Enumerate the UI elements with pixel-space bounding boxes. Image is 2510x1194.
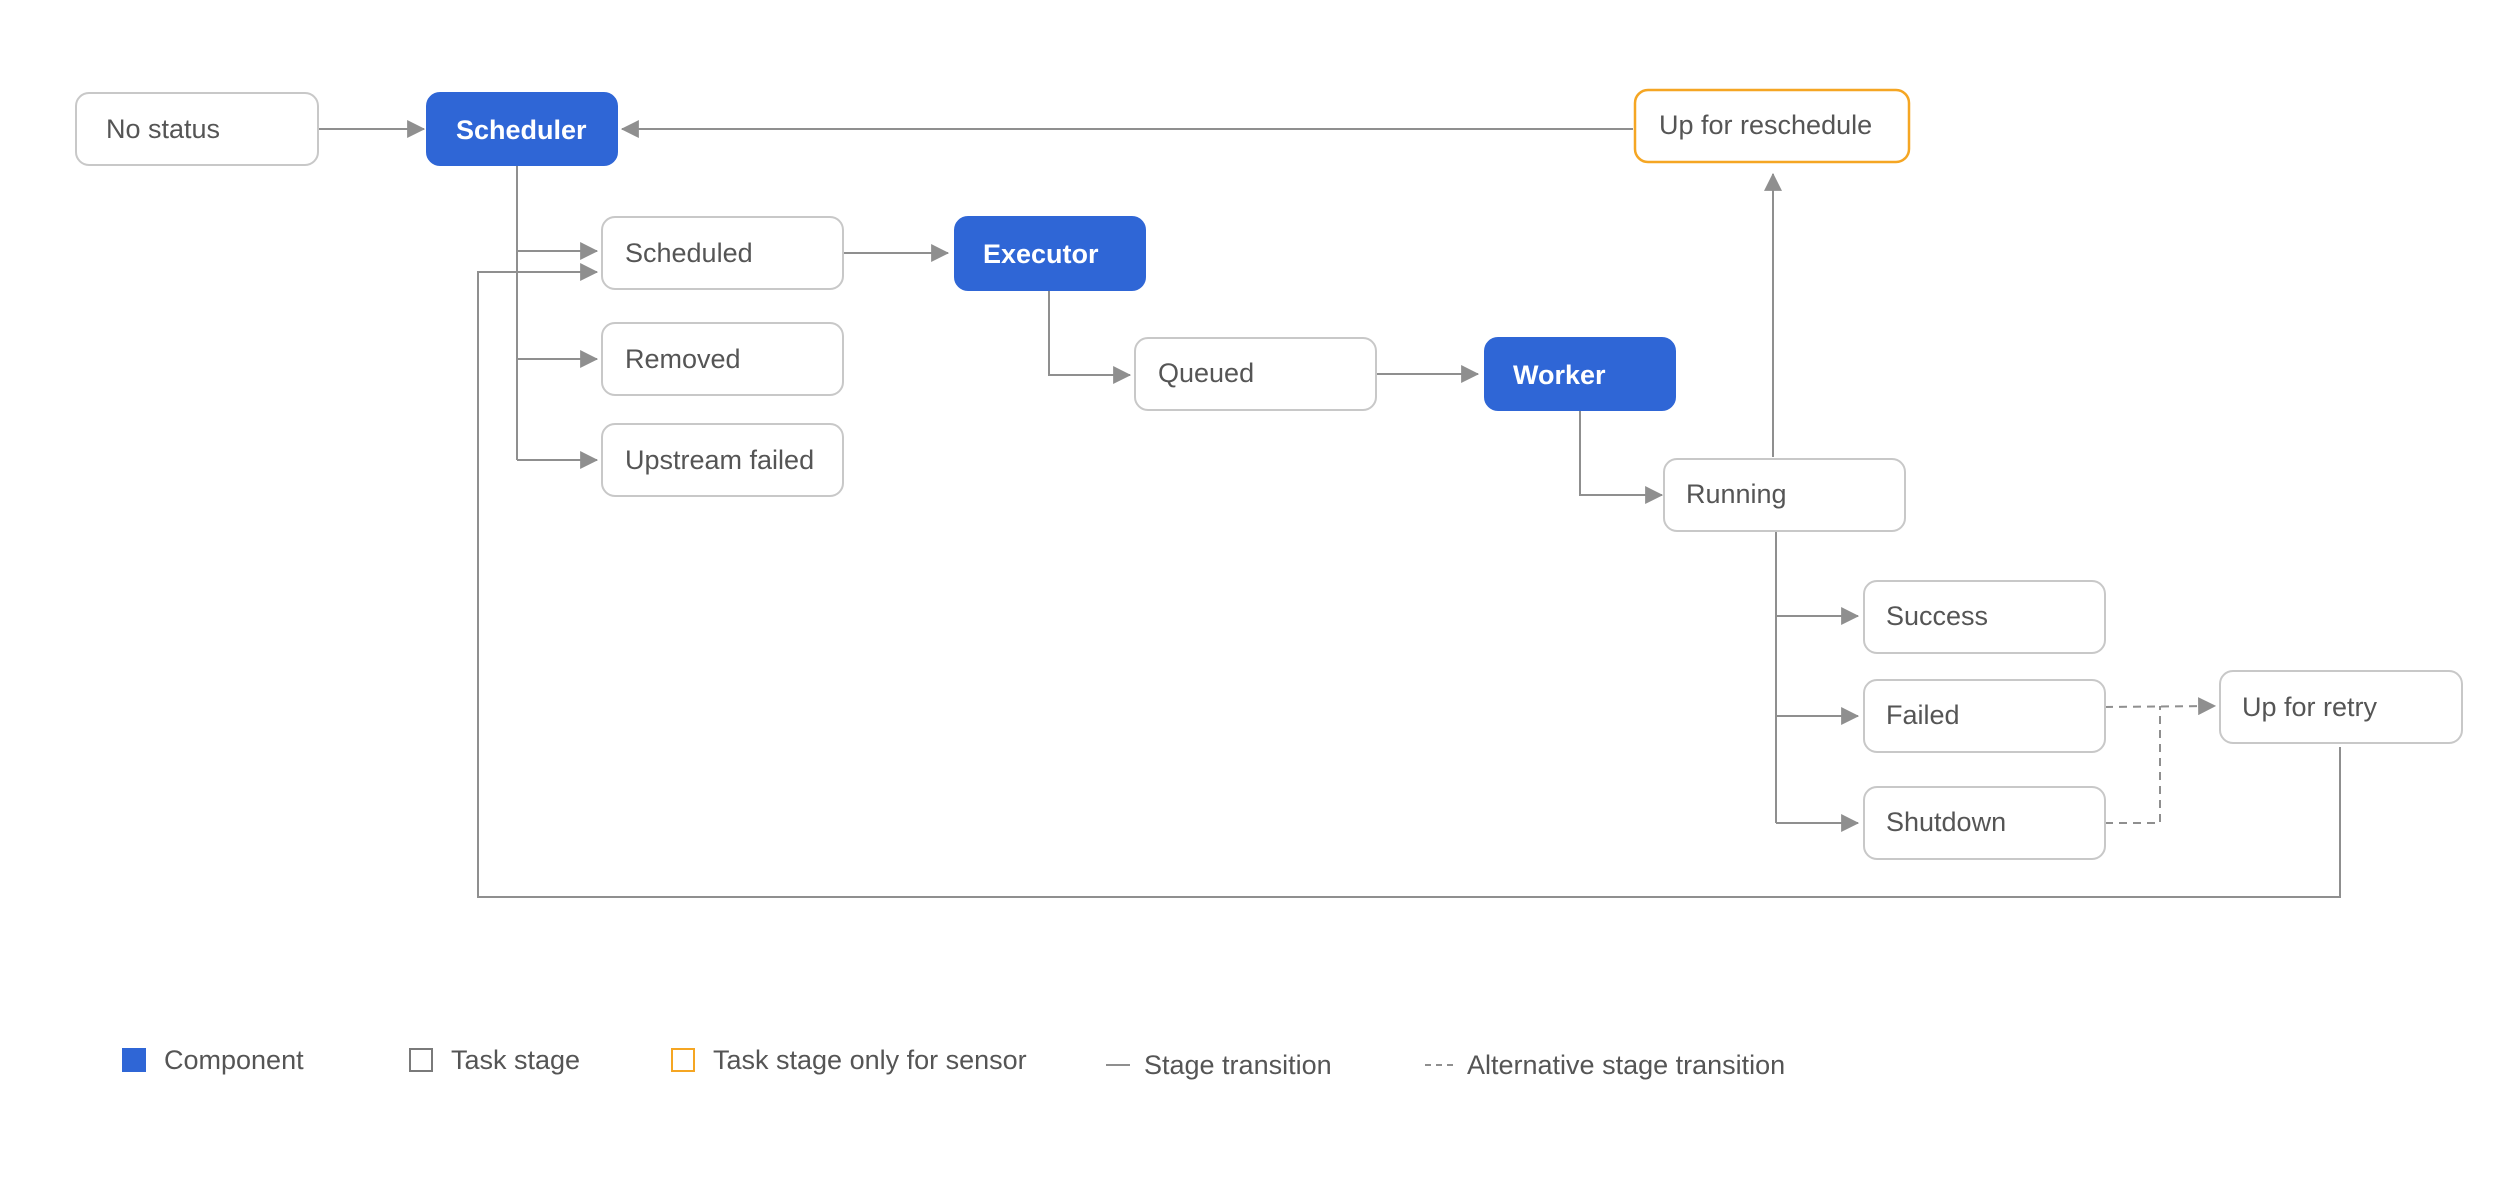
svg-text:Upstream failed: Upstream failed (625, 445, 814, 475)
edges (318, 120, 2341, 898)
nodes: No status Scheduler Up for reschedule Sc… (75, 88, 2463, 860)
legend-label-task-stage: Task stage (451, 1044, 581, 1075)
solid-line-icon (1106, 1064, 1130, 1066)
task-stage-swatch-icon (409, 1048, 433, 1072)
node-removed: Removed (601, 322, 844, 396)
svg-text:Scheduler: Scheduler (456, 115, 587, 145)
svg-text:Up for reschedule: Up for reschedule (1659, 110, 1872, 140)
legend-item-component: Component (122, 1040, 304, 1080)
legend-label-sensor-stage: Task stage only for sensor (713, 1044, 1027, 1075)
node-up-for-retry: Up for retry (2219, 670, 2463, 744)
node-executor: Executor (954, 216, 1146, 291)
svg-text:Running: Running (1686, 479, 1787, 509)
svg-text:Failed: Failed (1886, 700, 1960, 730)
dashed-line-icon (1425, 1064, 1453, 1066)
svg-text:No status: No status (106, 114, 220, 144)
node-shutdown: Shutdown (1863, 786, 2106, 860)
node-running: Running (1663, 458, 1906, 532)
legend-item-transition: Stage transition (1106, 1045, 1332, 1085)
node-failed: Failed (1863, 679, 2106, 753)
node-scheduled: Scheduled (601, 216, 844, 290)
node-worker: Worker (1484, 337, 1676, 411)
svg-text:Worker: Worker (1513, 360, 1606, 390)
legend-item-alt-transition: Alternative stage transition (1425, 1045, 1785, 1085)
legend-label-alt-transition: Alternative stage transition (1467, 1049, 1786, 1080)
node-no-status: No status (75, 92, 319, 166)
legend-label-component: Component (164, 1044, 304, 1075)
svg-text:Success: Success (1886, 601, 1988, 631)
edge-up-for-retry-to-scheduled (477, 263, 2341, 898)
legend-label-transition: Stage transition (1144, 1049, 1332, 1080)
node-queued: Queued (1134, 337, 1377, 411)
node-scheduler: Scheduler (426, 92, 618, 166)
svg-text:Queued: Queued (1158, 358, 1254, 388)
node-success: Success (1863, 580, 2106, 654)
component-swatch-icon (122, 1048, 146, 1072)
node-upstream-failed: Upstream failed (601, 423, 844, 497)
edge-shutdown-to-up-for-retry (2105, 706, 2161, 824)
edge-worker-to-running (1579, 410, 1664, 504)
svg-text:Executor: Executor (983, 239, 1099, 269)
node-up-for-reschedule: Up for reschedule (1633, 88, 1911, 164)
legend-item-task-stage: Task stage (409, 1040, 580, 1080)
svg-text:Scheduled: Scheduled (625, 238, 753, 268)
svg-text:Shutdown: Shutdown (1886, 807, 2006, 837)
svg-text:Up for retry: Up for retry (2242, 692, 2378, 722)
svg-text:Removed: Removed (625, 344, 741, 374)
edge-failed-to-up-for-retry (2104, 697, 2217, 716)
legend-item-sensor-stage: Task stage only for sensor (671, 1040, 1027, 1080)
sensor-stage-swatch-icon (671, 1048, 695, 1072)
edge-executor-to-queued (1048, 290, 1132, 384)
